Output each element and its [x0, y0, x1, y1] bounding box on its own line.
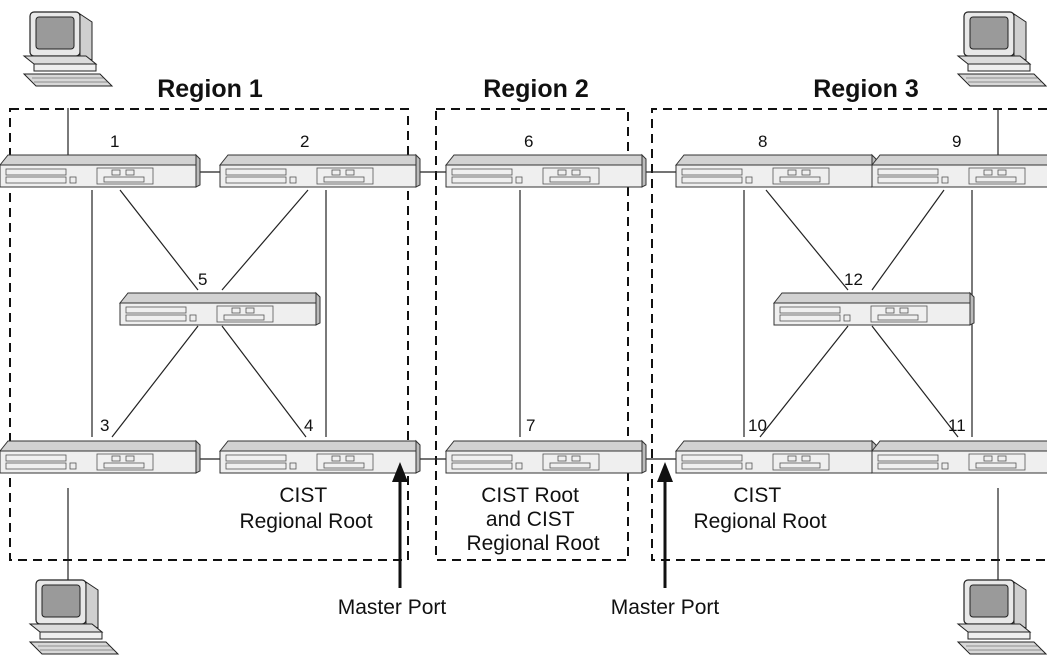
switch-7: [445, 440, 647, 474]
master-port-label-left: Master Port: [338, 596, 447, 619]
master-port-arrow-right: [657, 462, 673, 588]
computer-icon: [29, 579, 119, 655]
switch-7-number: 7: [526, 416, 535, 435]
computer-icon: [23, 11, 113, 87]
switch-12: [773, 292, 975, 326]
switch-8: [675, 154, 877, 188]
switch-12-number: 12: [844, 270, 863, 289]
switch-3: [0, 440, 201, 474]
switch-8-number: 8: [758, 132, 767, 151]
region-1-title: Region 1: [157, 75, 263, 103]
switch-5-number: 5: [198, 270, 207, 289]
switch-1: [0, 154, 201, 188]
region-3-boundary: [651, 108, 1047, 561]
switch-4-number: 4: [304, 416, 313, 435]
region-3-title: Region 3: [813, 75, 919, 103]
switch-3-number: 3: [100, 416, 109, 435]
region-2-title: Region 2: [483, 75, 589, 103]
region-2-root-caption: CIST Root and CIST Regional Root: [466, 484, 599, 555]
switch-9: [871, 154, 1047, 188]
switch-9-number: 9: [952, 132, 961, 151]
master-port-label-right: Master Port: [611, 596, 720, 619]
switch-10: [675, 440, 877, 474]
switch-6: [445, 154, 647, 188]
region-1-boundary: [9, 108, 409, 561]
computer-icon: [957, 11, 1047, 87]
switch-10-number: 10: [748, 416, 767, 435]
switch-1-number: 1: [110, 132, 119, 151]
switch-6-number: 6: [524, 132, 533, 151]
master-port-arrow-left: [392, 462, 408, 588]
switch-11: [871, 440, 1047, 474]
switch-4: [219, 440, 421, 474]
switch-2-number: 2: [300, 132, 309, 151]
switch-11-number: 11: [948, 416, 966, 435]
region-2-boundary: [435, 108, 629, 561]
switch-5: [119, 292, 321, 326]
switch-2: [219, 154, 421, 188]
computer-icon: [957, 579, 1047, 655]
region-1-root-caption: CIST Regional Root: [239, 484, 372, 533]
region-3-root-caption: CIST Regional Root: [693, 484, 826, 533]
links: [67, 108, 999, 590]
